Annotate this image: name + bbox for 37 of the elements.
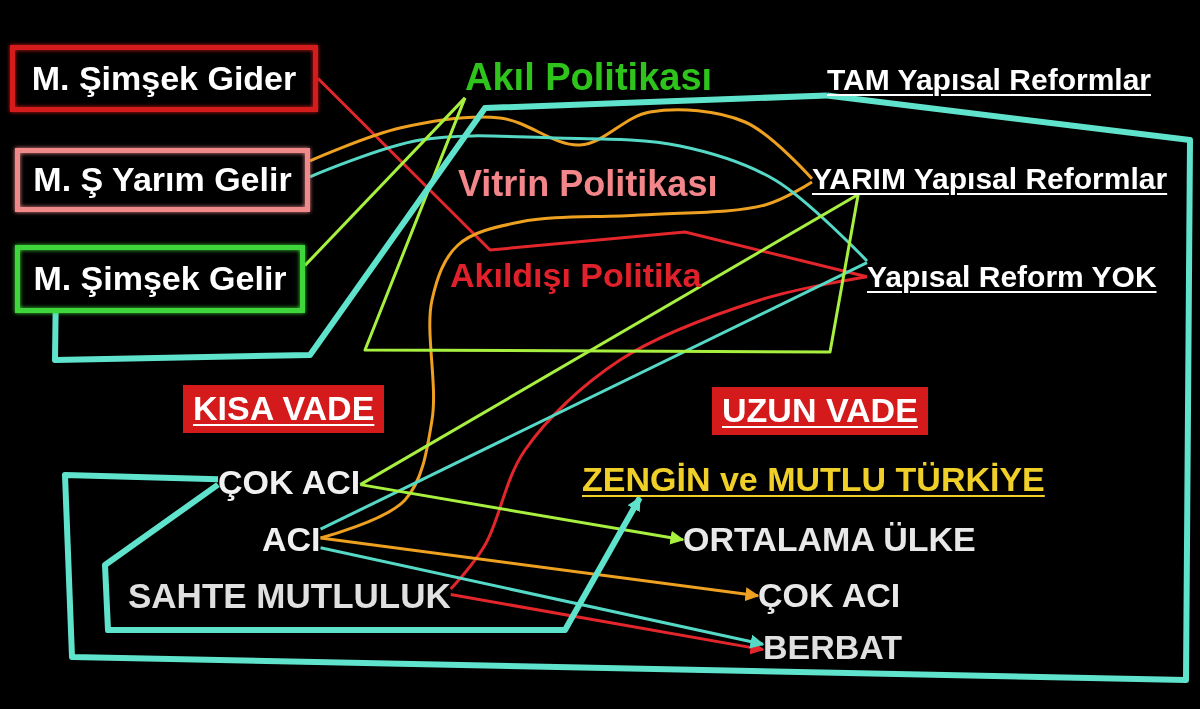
text-label: TAM Yapısal Reformlar bbox=[827, 64, 1151, 96]
text-label: Yapısal Reform YOK bbox=[867, 261, 1157, 293]
text-label: Akıl Politikası bbox=[465, 58, 713, 98]
text-label: Vitrin Politikası bbox=[458, 165, 718, 203]
text-label: BERBAT bbox=[763, 630, 903, 666]
box-label: M. Şimşek Gelir bbox=[33, 261, 287, 297]
arrow bbox=[450, 593, 765, 655]
text-label: SAHTE MUTLULUK bbox=[128, 578, 451, 615]
text-label: Akıldışı Politika bbox=[450, 258, 702, 294]
connector-line bbox=[363, 97, 860, 354]
text-label: ZENGİN ve MUTLU TÜRKİYE bbox=[582, 462, 1045, 498]
connector-line bbox=[449, 275, 868, 590]
text-label: ACI bbox=[262, 522, 321, 558]
text-label: ORTALAMA ÜLKE bbox=[683, 522, 976, 558]
heading-banner: UZUN VADE bbox=[712, 387, 928, 435]
connector-line bbox=[320, 180, 813, 540]
connector-line bbox=[309, 108, 814, 180]
connector-line bbox=[319, 261, 868, 531]
connector-line bbox=[62, 92, 1193, 683]
arrow bbox=[360, 483, 685, 545]
box-label: M. Şimşek Gider bbox=[31, 60, 297, 97]
outlined-box bbox=[15, 148, 310, 212]
connector-line bbox=[316, 77, 868, 279]
arrow bbox=[320, 546, 765, 649]
outlined-box bbox=[15, 245, 305, 313]
arrow bbox=[102, 482, 643, 633]
box-label: M. Ş Yarım Gelir bbox=[33, 162, 292, 198]
outlined-box bbox=[10, 45, 318, 112]
heading-banner: KISA VADE bbox=[183, 385, 385, 433]
connector-line bbox=[52, 92, 828, 363]
text-label: ÇOK ACI bbox=[758, 578, 901, 614]
arrow bbox=[320, 536, 760, 602]
connector-line bbox=[359, 193, 859, 486]
text-label: YARIM Yapısal Reformlar bbox=[812, 163, 1168, 195]
connector-line bbox=[309, 134, 869, 263]
text-label: ÇOK ACI bbox=[218, 465, 361, 501]
connector-line bbox=[303, 96, 467, 267]
